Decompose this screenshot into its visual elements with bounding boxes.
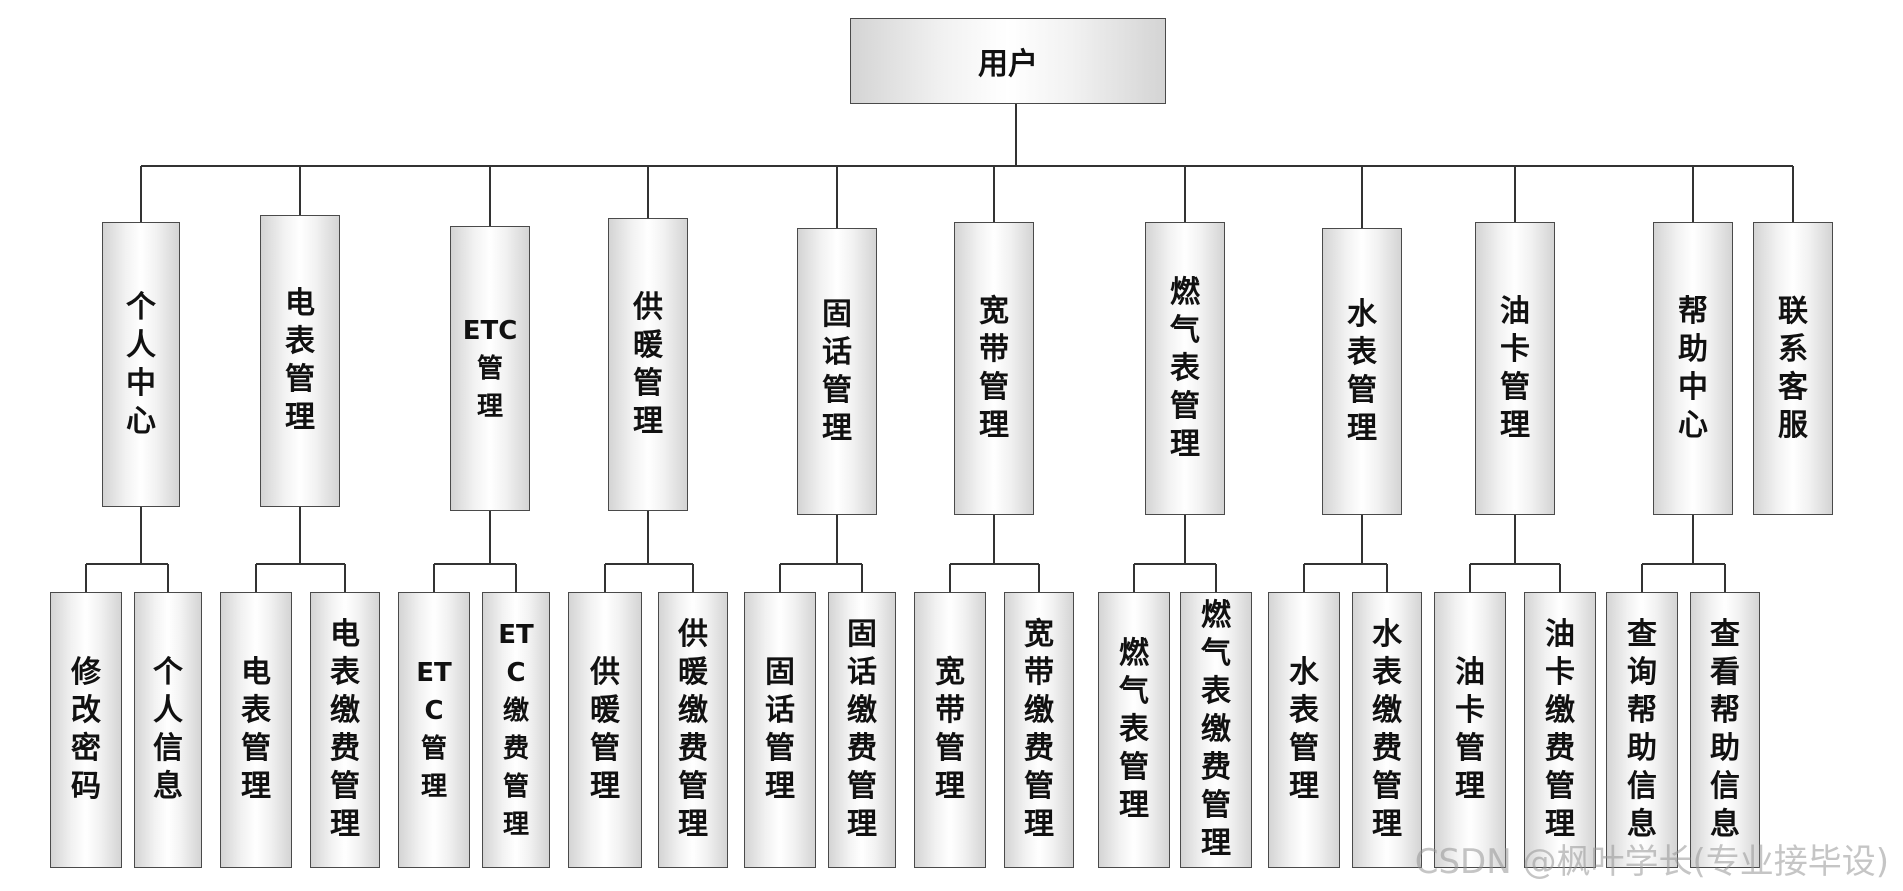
submodule-node: 电表缴费管理 bbox=[310, 592, 380, 868]
submodule-node: ET C 管 理 bbox=[398, 592, 470, 868]
submodule-node-label: 供暖缴费管理 bbox=[678, 617, 708, 842]
module-node: 电表管理 bbox=[260, 215, 340, 507]
submodule-node-label: ET C 管 理 bbox=[416, 658, 452, 802]
submodule-node: 水表缴费管理 bbox=[1352, 592, 1422, 868]
submodule-node-label: 水表管理 bbox=[1289, 655, 1319, 804]
submodule-node-label: 油卡管理 bbox=[1455, 655, 1485, 804]
module-node: 帮助中心 bbox=[1653, 222, 1733, 515]
submodule-node: 查询帮助信息 bbox=[1606, 592, 1678, 868]
module-node: 个人中心 bbox=[102, 222, 180, 507]
submodule-node: 固话管理 bbox=[744, 592, 816, 868]
submodule-node: 油卡缴费管理 bbox=[1524, 592, 1596, 868]
module-node-label: ETC 管 理 bbox=[462, 315, 518, 422]
submodule-node: 宽带缴费管理 bbox=[1004, 592, 1074, 868]
submodule-node: 修改密码 bbox=[50, 592, 122, 868]
module-node-label: 固话管理 bbox=[822, 296, 852, 446]
submodule-node: 燃气表管理 bbox=[1098, 592, 1170, 868]
module-node-label: 电表管理 bbox=[285, 286, 315, 435]
module-node: 供暖管理 bbox=[608, 218, 688, 511]
submodule-node-label: 个人信息 bbox=[153, 655, 183, 804]
module-node-label: 供暖管理 bbox=[633, 289, 663, 439]
module-node: ETC 管 理 bbox=[450, 226, 530, 511]
module-node-label: 燃气表管理 bbox=[1170, 274, 1200, 462]
submodule-node-label: 供暖管理 bbox=[590, 655, 620, 804]
submodule-node: 水表管理 bbox=[1268, 592, 1340, 868]
module-node: 联系客服 bbox=[1753, 222, 1833, 515]
submodule-node-label: 宽带管理 bbox=[935, 655, 965, 804]
module-node-label: 油卡管理 bbox=[1500, 293, 1530, 443]
root-node-user-label: 用户 bbox=[978, 47, 1038, 82]
module-node-label: 帮助中心 bbox=[1678, 293, 1708, 443]
module-node: 燃气表管理 bbox=[1145, 222, 1225, 515]
submodule-node-label: 电表管理 bbox=[241, 655, 271, 804]
submodule-node-label: 固话缴费管理 bbox=[847, 617, 877, 842]
submodule-node: 宽带管理 bbox=[914, 592, 986, 868]
submodule-node: 查看帮助信息 bbox=[1690, 592, 1760, 868]
submodule-node-label: 燃气表管理 bbox=[1119, 636, 1149, 823]
submodule-node: 燃气表缴费管理 bbox=[1180, 592, 1252, 868]
submodule-node-label: 查询帮助信息 bbox=[1627, 617, 1657, 842]
module-node: 固话管理 bbox=[797, 228, 877, 515]
submodule-node: 电表管理 bbox=[220, 592, 292, 868]
module-node: 宽带管理 bbox=[954, 222, 1034, 515]
submodule-node-label: 固话管理 bbox=[765, 655, 795, 804]
module-node-label: 联系客服 bbox=[1778, 293, 1808, 443]
submodule-node: ET C 缴 费 管 理 bbox=[482, 592, 550, 868]
submodule-node: 固话缴费管理 bbox=[828, 592, 896, 868]
module-node: 油卡管理 bbox=[1475, 222, 1555, 515]
submodule-node-label: 宽带缴费管理 bbox=[1024, 617, 1054, 842]
submodule-node-label: 查看帮助信息 bbox=[1710, 617, 1740, 842]
submodule-node: 个人信息 bbox=[134, 592, 202, 868]
submodule-node-label: 燃气表缴费管理 bbox=[1201, 598, 1231, 861]
watermark: CSDN @枫叶学长(专业接毕设) bbox=[1414, 842, 1889, 882]
submodule-node-label: 修改密码 bbox=[71, 655, 101, 804]
root-node-user: 用户 bbox=[850, 18, 1166, 104]
submodule-node: 供暖缴费管理 bbox=[658, 592, 728, 868]
submodule-node-label: 电表缴费管理 bbox=[330, 617, 360, 842]
module-node-label: 宽带管理 bbox=[979, 293, 1009, 443]
submodule-node-label: 油卡缴费管理 bbox=[1545, 617, 1575, 842]
module-node: 水表管理 bbox=[1322, 228, 1402, 515]
submodule-node-label: 水表缴费管理 bbox=[1372, 617, 1402, 842]
module-node-label: 个人中心 bbox=[126, 289, 156, 439]
submodule-node: 油卡管理 bbox=[1434, 592, 1506, 868]
module-node-label: 水表管理 bbox=[1347, 296, 1377, 446]
submodule-node: 供暖管理 bbox=[568, 592, 642, 868]
submodule-node-label: ET C 缴 费 管 理 bbox=[498, 620, 534, 840]
